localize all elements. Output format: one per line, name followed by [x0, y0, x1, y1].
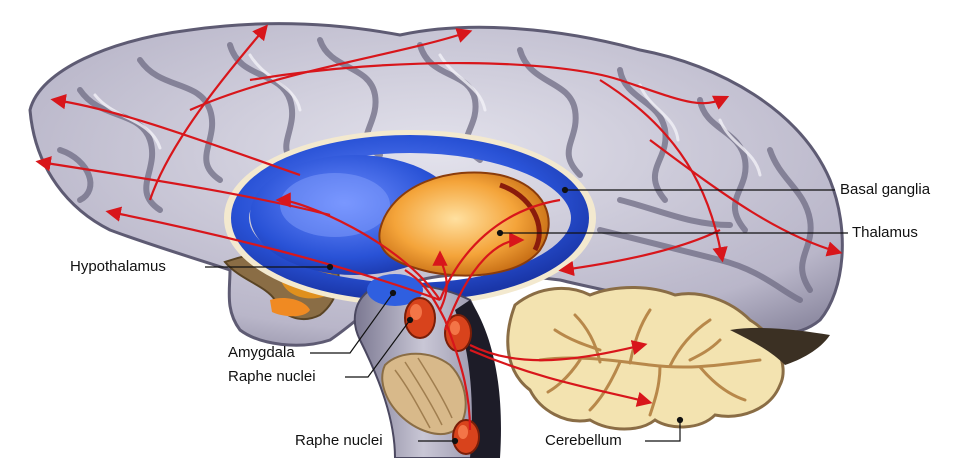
label-hypothalamus: Hypothalamus: [70, 258, 166, 275]
leader-dot: [678, 418, 683, 423]
leader-dot: [498, 231, 503, 236]
leader-dot: [391, 291, 396, 296]
leader-dot: [408, 318, 413, 323]
label-raphe-nuclei-lower: Raphe nuclei: [295, 432, 383, 449]
label-basal-ganglia: Basal ganglia: [840, 181, 930, 198]
leader-dot: [563, 188, 568, 193]
label-raphe-nuclei-upper: Raphe nuclei: [228, 368, 316, 385]
label-thalamus: Thalamus: [852, 224, 918, 241]
raphe-nuclei-lower: [453, 420, 479, 454]
leader-dot: [453, 439, 458, 444]
leader-dot: [328, 265, 333, 270]
label-cerebellum: Cerebellum: [545, 432, 622, 449]
label-amygdala: Amygdala: [228, 344, 295, 361]
